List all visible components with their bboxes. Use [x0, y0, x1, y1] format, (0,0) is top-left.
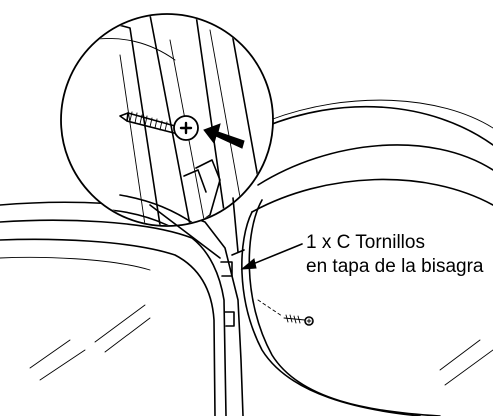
left-cabinet — [0, 201, 244, 416]
screw-small — [257, 299, 314, 326]
leader-line-right — [232, 197, 239, 253]
right-cabinet — [241, 99, 493, 416]
screw-head-small — [304, 316, 314, 326]
callout-line-2: en tapa de la bisagra — [306, 256, 484, 277]
phillips-cross-icon — [179, 121, 193, 135]
leader-line-left — [149, 204, 221, 259]
callout-line-1: 1 x C Tornillos — [306, 232, 425, 253]
magnifier-circle — [60, 13, 274, 227]
insert-arrow-icon — [203, 123, 245, 149]
magnified-detail — [60, 13, 274, 227]
callout-arrow — [240, 243, 303, 270]
